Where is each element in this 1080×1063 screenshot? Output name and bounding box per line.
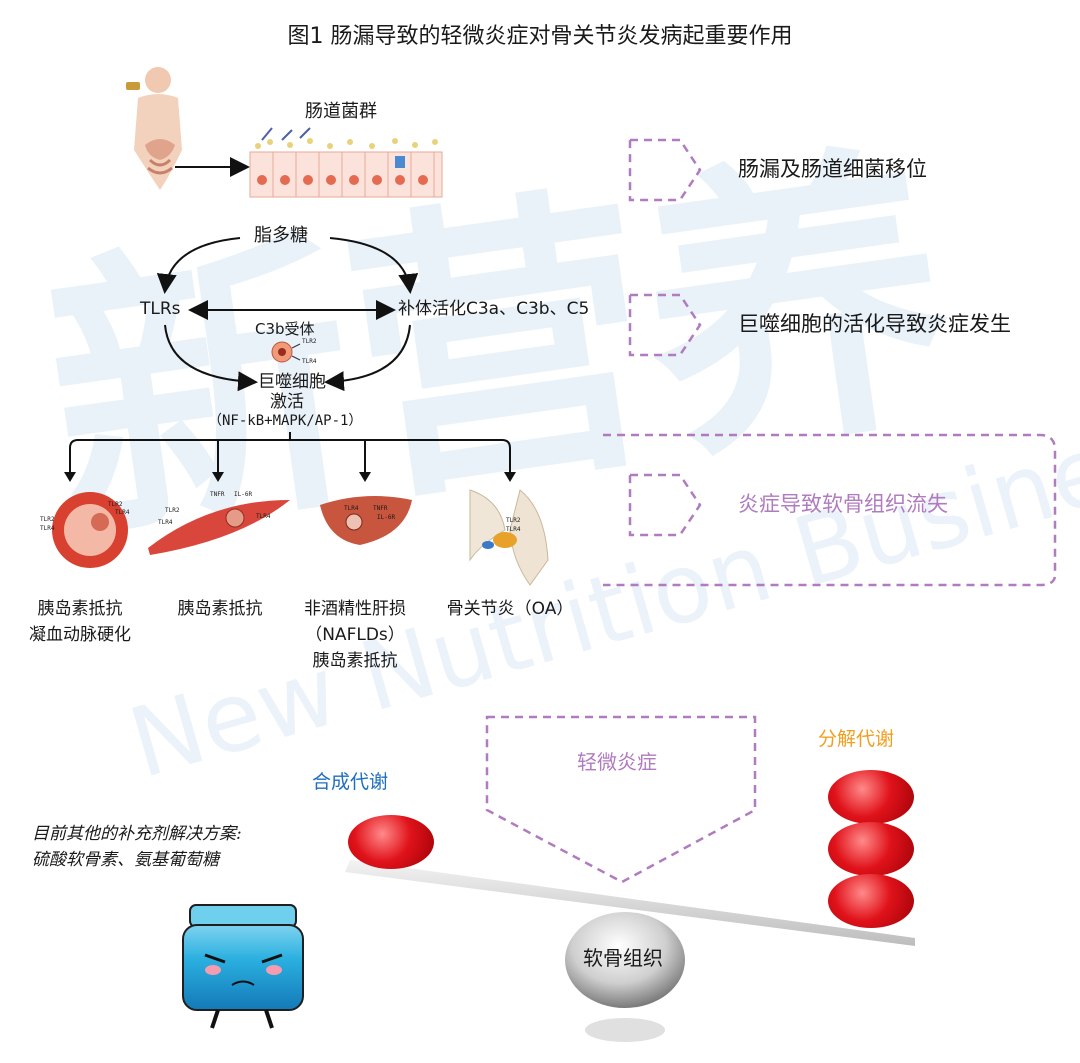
catabolism-label: 分解代谢 (818, 728, 895, 750)
outcome-liver: 非酒精性肝损 （NAFLDs） 胰岛素抵抗 (285, 596, 425, 674)
other-solutions-line2: 硫酸软骨素、氨基葡萄糖 (32, 850, 219, 870)
organ-c-tnfr-label: TNFR (373, 505, 388, 512)
intestinal-cells (249, 127, 443, 198)
label-macrophage-activation: 巨噬细胞的活化导致炎症发生 (738, 312, 1011, 336)
organ-b-tlr2-label: TLR2 (165, 507, 180, 514)
outcome-liver-line1: 非酒精性肝损 (304, 599, 406, 619)
organ-b-tlr4-right-label: TLR4 (256, 513, 271, 520)
organ-a-tlr2-label: TLR2 (108, 501, 123, 508)
balance-beam (345, 860, 915, 946)
complement-to-macrophage-arrow (324, 324, 411, 392)
muscle-illustration (148, 500, 290, 555)
macrophage-icon (271, 341, 301, 363)
cartilage-fulcrum (565, 912, 685, 1008)
complement-label: 补体活化C3a、C3b、C5 (398, 299, 590, 319)
lps-to-tlrs-arrow (156, 237, 241, 294)
organ-b-tlr4-label: TLR4 (158, 519, 173, 526)
catabolism-pill-2 (828, 822, 914, 876)
gut-microbiota-label: 肠道菌群 (305, 101, 377, 122)
outcome-muscle-line1: 胰岛素抵抗 (177, 599, 263, 619)
organ-a-tlr2-left-label: TLR2 (40, 516, 55, 523)
anabolism-label: 合成代谢 (312, 771, 389, 793)
pathway-label: （NF-kB+MAPK/AP-1） (208, 413, 363, 429)
activation-label: 激活 (270, 392, 304, 412)
liver-illustration (320, 496, 412, 545)
macrophage-label: 巨噬细胞 (258, 372, 326, 392)
other-solutions-line1: 目前其他的补充剂解决方案: (32, 824, 242, 844)
knee-joint-illustration (469, 489, 549, 586)
mild-inflammation-arrow (485, 715, 757, 884)
outcome-artery-line2: 凝血动脉硬化 (29, 625, 131, 645)
outcome-liver-line2: （NAFLDs） (305, 625, 405, 645)
organ-d-tlr4-label: TLR4 (506, 526, 521, 533)
catabolism-pill-1 (828, 770, 914, 824)
catabolism-pill-3 (828, 874, 914, 928)
tlr4-small-label: TLR4 (302, 358, 317, 365)
outcome-joint: 骨关节炎（OA） (435, 596, 585, 622)
tlr2-small-label: TLR2 (302, 338, 317, 345)
tlrs-label: TLRs (140, 299, 181, 319)
mild-inflammation-label: 轻微炎症 (577, 750, 657, 774)
outcome-joint-line1: 骨关节炎（OA） (446, 599, 574, 619)
organ-c-il6r-label: IL-6R (377, 514, 396, 521)
label-gut-leak: 肠漏及肠道细菌移位 (738, 157, 927, 181)
cartilage-label: 软骨组织 (583, 946, 663, 970)
outcome-artery: 胰岛素抵抗 凝血动脉硬化 (15, 596, 145, 648)
organ-b-il6r-label: IL-6R (234, 491, 253, 498)
chevron-markers (628, 138, 702, 537)
outcome-liver-line3: 胰岛素抵抗 (312, 651, 398, 671)
anabolism-pill (348, 815, 434, 869)
lps-to-complement-arrow (329, 237, 419, 294)
outcome-artery-line1: 胰岛素抵抗 (37, 599, 123, 619)
lps-label: 脂多糖 (254, 225, 308, 246)
organ-a-tlr4-label: TLR4 (115, 509, 130, 516)
organ-a-tlr4-left-label: TLR4 (40, 525, 55, 532)
label-cartilage-loss: 炎症导致软骨组织流失 (738, 492, 948, 516)
cartilage-loss-box (603, 433, 1057, 587)
artery-illustration (52, 492, 128, 568)
human-gut-figure (126, 67, 182, 190)
organ-b-tnfr-label: TNFR (210, 491, 225, 498)
supplement-jar-icon (182, 904, 304, 1029)
figure-title: 图1 肠漏导致的轻微炎症对骨关节炎发病起重要作用 (287, 24, 793, 49)
organ-d-tlr2-label: TLR2 (506, 517, 521, 524)
c3b-receptor-label: C3b受体 (255, 320, 315, 338)
tlrs-to-macrophage-arrow (164, 324, 258, 392)
organ-c-tlr4-label: TLR4 (344, 505, 359, 512)
outcome-muscle: 胰岛素抵抗 (155, 596, 285, 622)
branch-tree (69, 432, 511, 478)
